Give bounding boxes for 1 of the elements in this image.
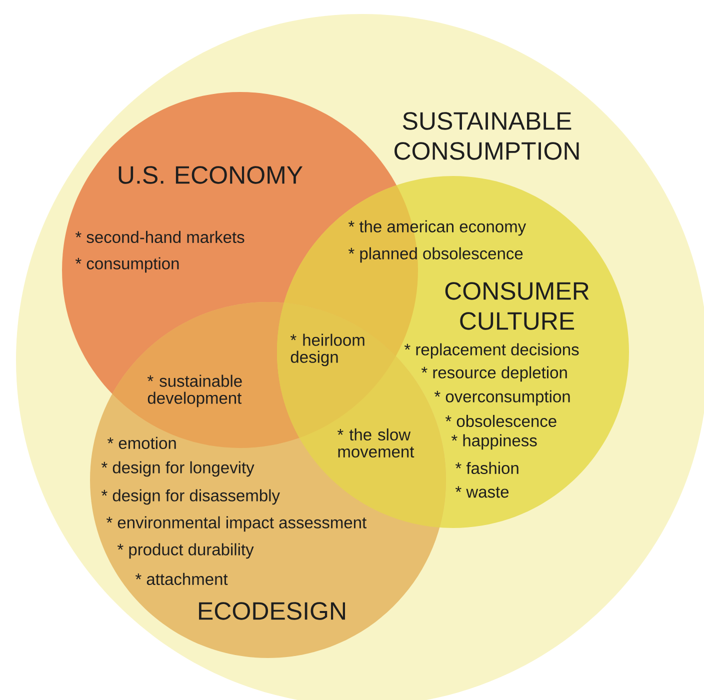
circle-heading: SUSTAINABLE CONSUMPTION (394, 112, 579, 160)
